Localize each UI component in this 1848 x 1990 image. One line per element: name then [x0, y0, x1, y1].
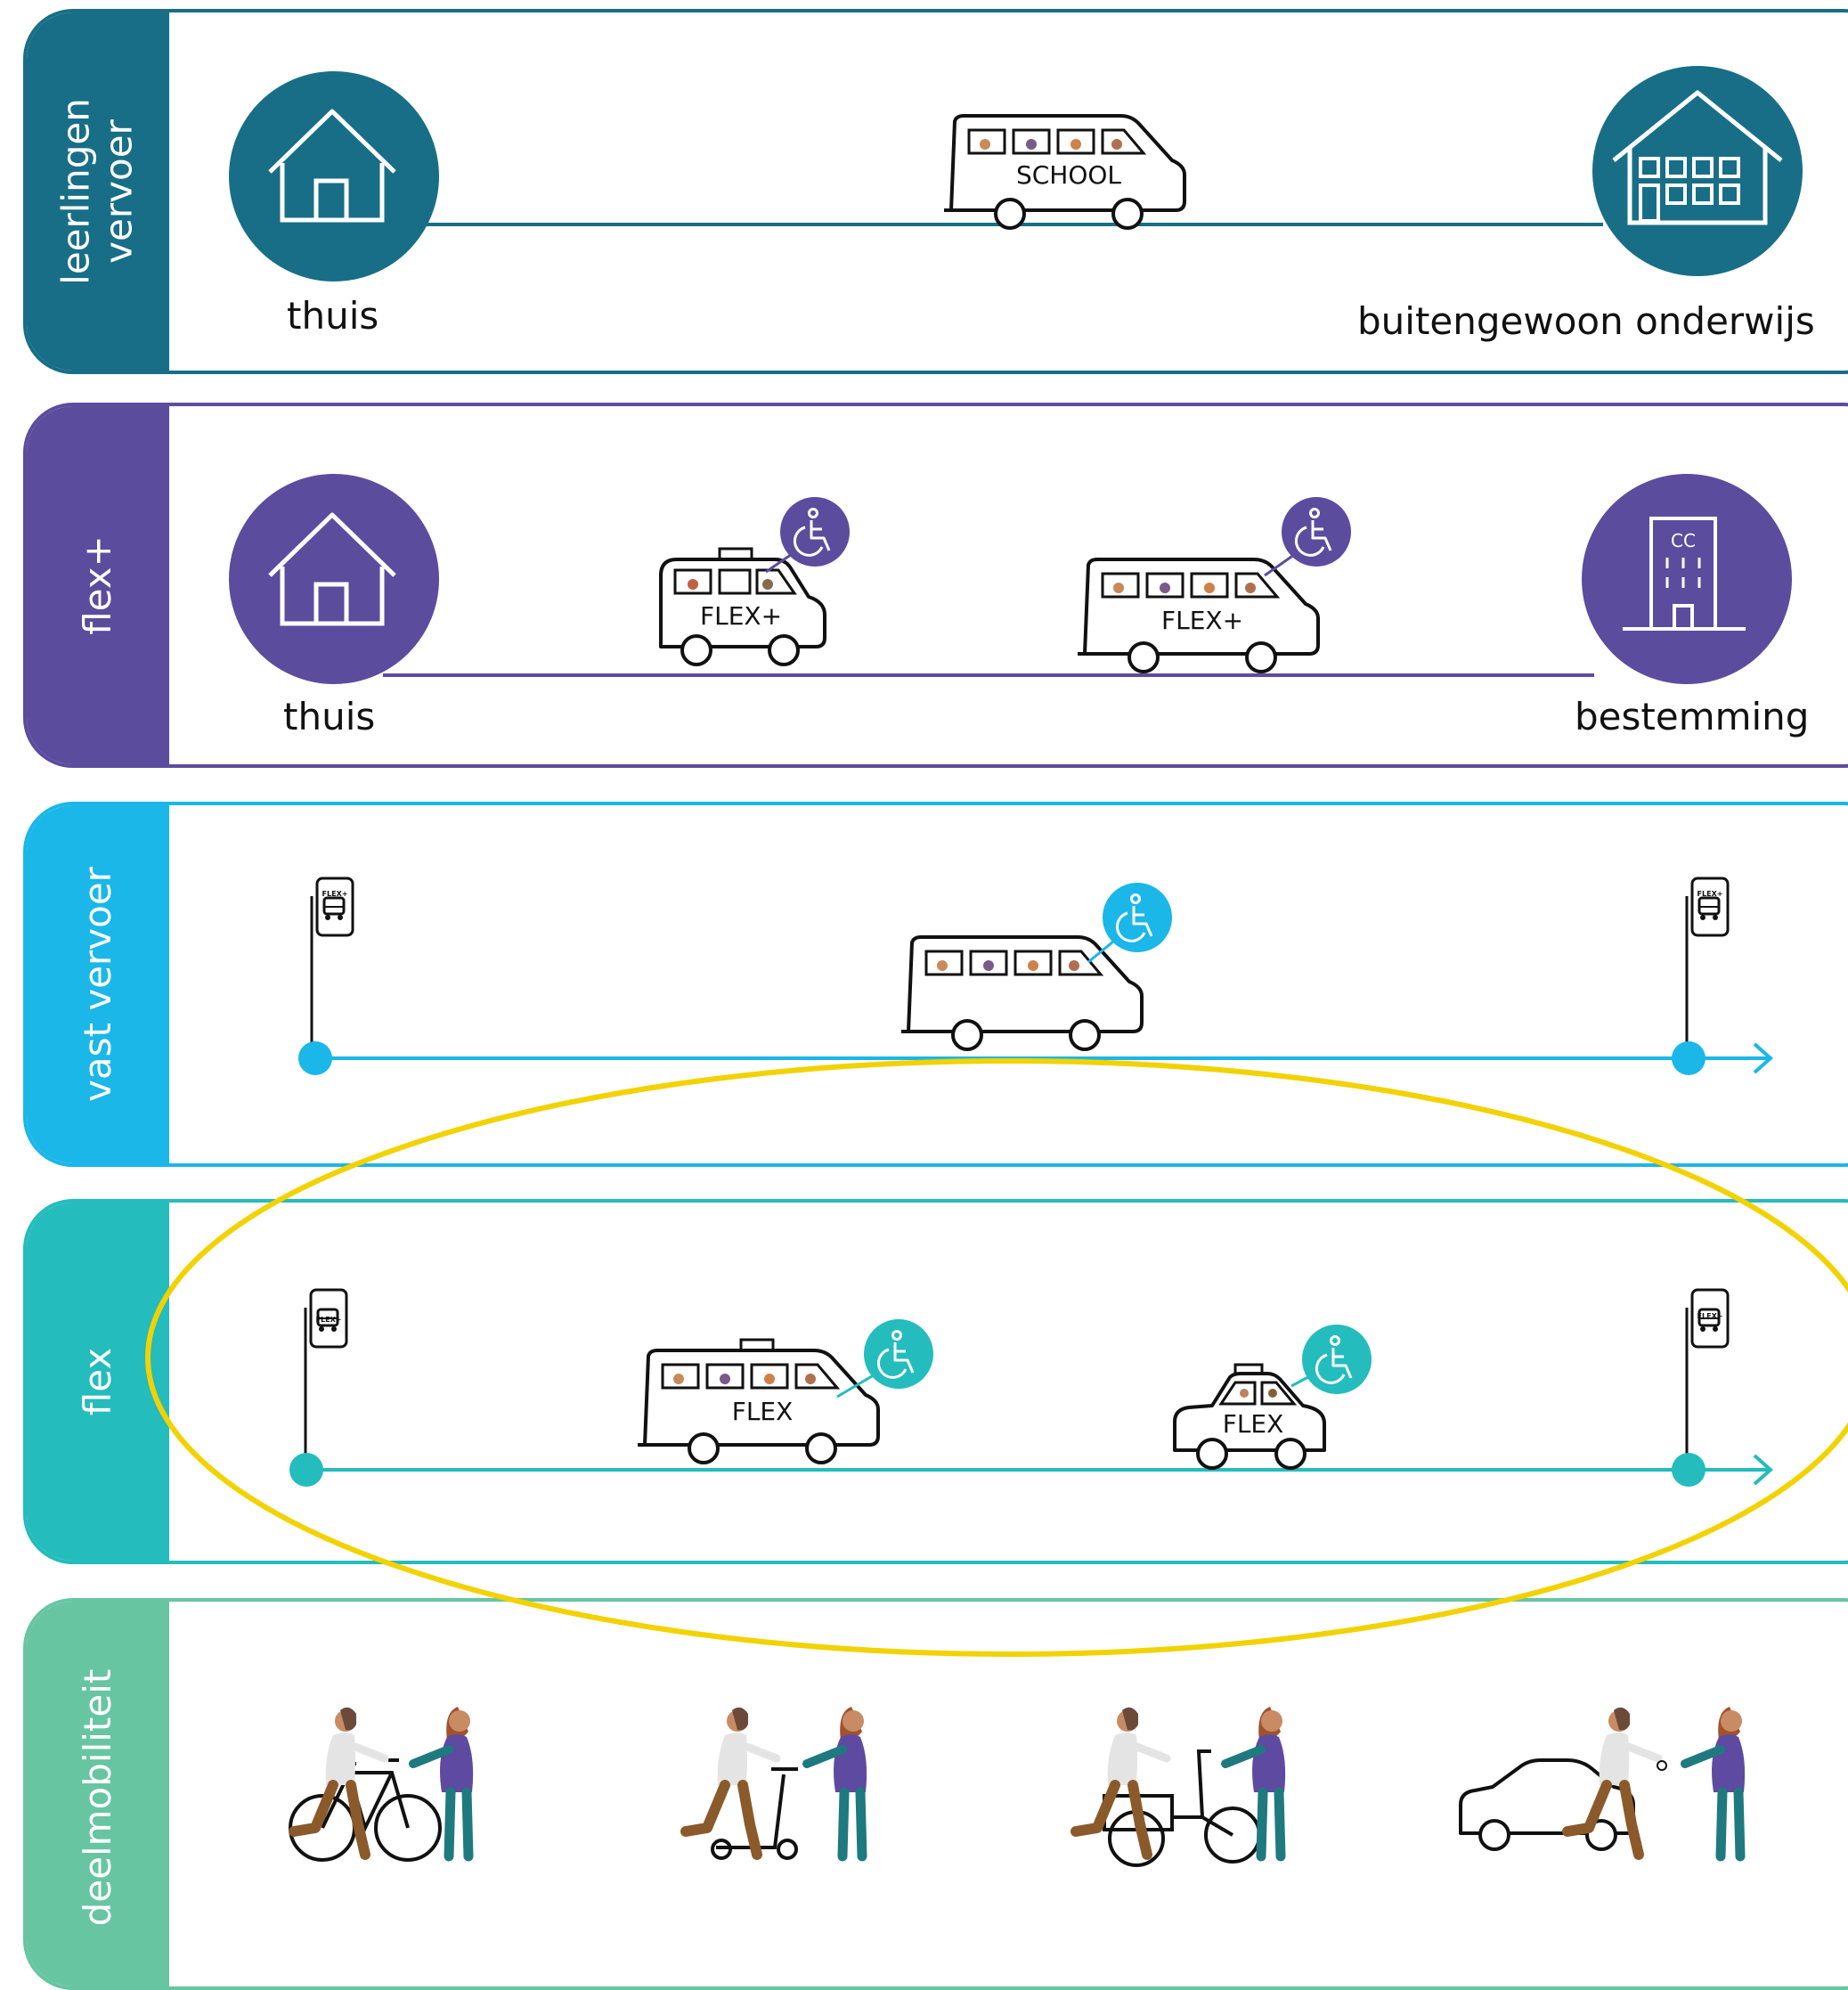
bus-stop-icon: FLEX+: [1685, 1288, 1730, 1466]
wheelchair-icon: [864, 1319, 933, 1389]
start-label-thuis: thuis: [283, 695, 376, 738]
shared-scooter-scene: [686, 1707, 867, 1858]
flex-plus-taxi-icon: FLEX+: [659, 547, 826, 666]
school-building-icon: [1592, 66, 1803, 276]
lane-band: flex: [27, 1203, 169, 1561]
school-bus-icon: SCHOOL: [942, 114, 1186, 230]
lane-band: deelmobiliteit: [27, 1602, 169, 1986]
shared-bike-scene: [289, 1707, 473, 1862]
lane-band: leerlingen vervoer: [27, 12, 169, 371]
bus-stop-text: FLEX+: [1697, 890, 1723, 898]
route-start-dot: [298, 1041, 332, 1075]
route-end-dot: [1672, 1041, 1706, 1075]
flex-bus-text: FLEX: [732, 1397, 794, 1426]
key-icon: [1657, 1760, 1667, 1771]
flex-plus-taxi-text: FLEX+: [700, 601, 782, 631]
office-building-icon: CC: [1582, 474, 1792, 684]
bus-stop-text: FLEX+: [322, 890, 348, 898]
flex-bus-icon: FLEX: [636, 1338, 880, 1464]
bus-stop-text: FLEX+: [316, 1316, 342, 1324]
bus-stop-icon: FLEX+: [304, 1288, 348, 1466]
bus-stop-icon: FLEX+: [1685, 877, 1730, 1055]
wheelchair-icon: [1302, 1325, 1372, 1394]
flex-car-icon: FLEX: [1173, 1363, 1326, 1470]
minibus-icon: [900, 935, 1144, 1051]
start-house-icon: [229, 71, 439, 281]
lane-band: vast vervoer: [27, 805, 169, 1163]
wheelchair-icon: [780, 497, 850, 567]
wheelchair-icon: [1282, 497, 1351, 567]
lane-flex: flex: [23, 1199, 1848, 1564]
highlight-ellipse: [145, 1058, 1848, 1657]
lane-flex-plus: flex+: [23, 403, 1848, 768]
route-start-dot: [289, 1453, 323, 1487]
bus-stop-text: FLEX+: [1697, 1312, 1723, 1320]
building-cc-text: CC: [1671, 530, 1696, 551]
lane-band: flex+: [27, 406, 169, 764]
flex-car-text: FLEX: [1223, 1409, 1284, 1439]
flex-plus-bus-icon: FLEX+: [1076, 558, 1320, 673]
shared-car-scene: [1459, 1707, 1745, 1856]
wheelchair-icon: [1103, 883, 1172, 952]
bus-stop-icon: FLEX+: [310, 877, 354, 1055]
shared-cargo-bike-scene: [1076, 1707, 1285, 1867]
start-label-thuis: thuis: [287, 294, 379, 338]
school-bus-text: SCHOOL: [1016, 160, 1121, 190]
end-label-bestemming: bestemming: [1575, 695, 1810, 738]
start-house-icon: [229, 474, 439, 684]
end-label-buitengewoon-onderwijs: buitengewoon onderwijs: [1357, 299, 1815, 343]
flex-plus-bus-text: FLEX+: [1161, 606, 1243, 635]
route-end-dot: [1672, 1453, 1706, 1487]
